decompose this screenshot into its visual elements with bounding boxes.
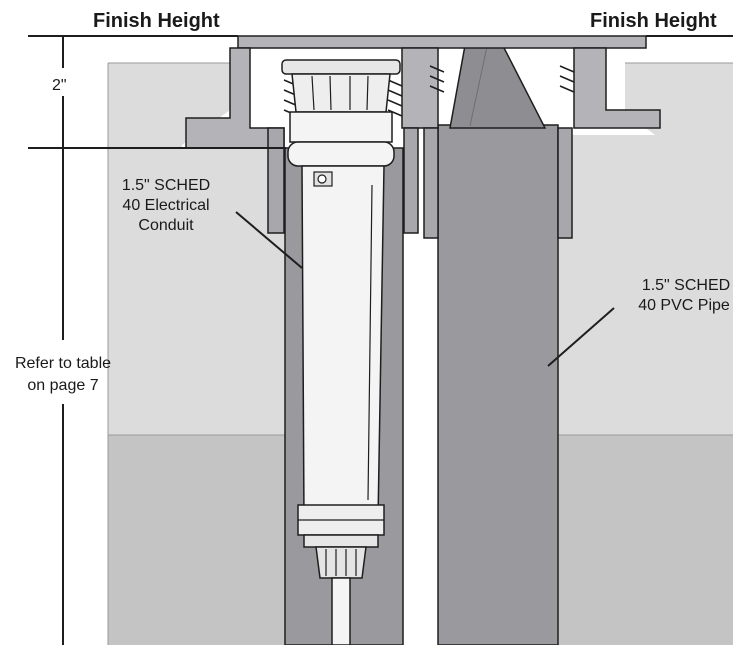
conduit-label-line3: Conduit xyxy=(138,217,194,234)
conduit-label-line2: 40 Electrical xyxy=(122,197,209,214)
thread-marks-pvc xyxy=(429,65,575,93)
housing-right-flange xyxy=(573,47,661,129)
pvc-label-line1: 1.5" SCHED xyxy=(642,277,730,294)
housing-sleeve-pvc-left xyxy=(423,127,439,239)
upper-soil xyxy=(108,63,285,435)
upper-soil-right xyxy=(558,63,733,435)
refer-label-line2: on page 7 xyxy=(27,377,98,394)
housing-sleeve-right xyxy=(403,127,419,234)
sprinkler-head xyxy=(291,73,391,113)
fitting-ridges xyxy=(325,549,357,576)
conduit-leader xyxy=(235,211,303,269)
soil-layers xyxy=(107,62,733,645)
finish-height-label-right: Finish Height xyxy=(590,10,717,32)
finish-height-label-left: Finish Height xyxy=(93,10,220,32)
sprinkler-head-ribs xyxy=(311,75,369,111)
leader-lines xyxy=(235,211,615,367)
sprinkler-ring xyxy=(287,141,395,167)
pvc-cone-shade xyxy=(469,41,489,127)
supply-tube xyxy=(331,577,351,646)
sprinkler-inlet xyxy=(303,534,379,548)
lower-soil-right xyxy=(558,435,733,645)
dimension-lines xyxy=(28,35,733,645)
sprinkler xyxy=(281,59,401,646)
pvc-leader xyxy=(547,307,615,367)
pvc-pipe-body xyxy=(437,124,559,646)
riser-clip xyxy=(313,171,333,187)
sprinkler-fitting xyxy=(315,546,367,579)
lower-soil-left xyxy=(108,435,285,645)
sprinkler-cap xyxy=(281,59,401,75)
conduit-label-line1: 1.5" SCHED xyxy=(122,177,210,194)
housing-center-wall-left xyxy=(401,47,439,129)
housing-sleeve-left xyxy=(267,127,285,234)
sprinkler-collar xyxy=(289,111,393,143)
housing-sleeve-pvc-right xyxy=(557,127,573,239)
housing-top-rim xyxy=(237,35,647,49)
riser-highlight xyxy=(367,184,373,501)
pvc-label-line2: 40 PVC Pipe xyxy=(638,297,730,314)
pvc-pipe xyxy=(437,39,559,646)
refer-label-line1: Refer to table xyxy=(15,355,111,372)
pvc-pipe-inlet-cone xyxy=(449,39,547,129)
thread-marks-right xyxy=(387,79,403,117)
two-inch-label: 2" xyxy=(52,77,67,94)
